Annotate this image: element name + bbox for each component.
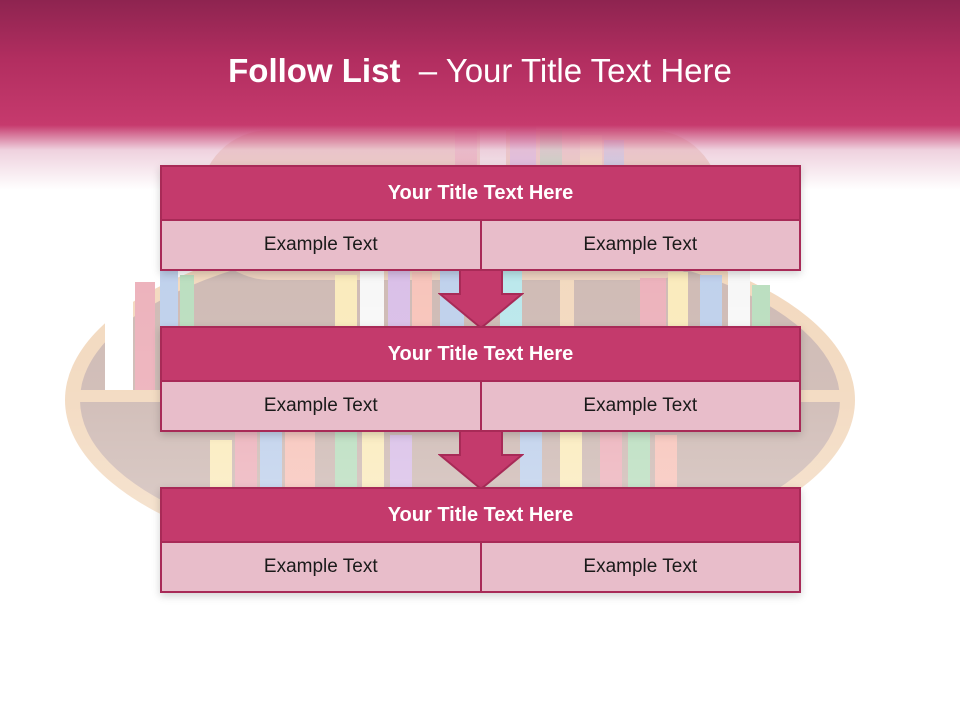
- block-1-left-cell: Example Text: [160, 221, 482, 271]
- block-1-right-cell: Example Text: [481, 221, 801, 271]
- list-block-3: Your Title Text Here Example Text Exampl…: [160, 487, 801, 593]
- block-3-left-cell: Example Text: [160, 543, 482, 593]
- block-2-title: Your Title Text Here: [160, 326, 801, 382]
- slide-title: Follow List – Your Title Text Here: [0, 52, 960, 90]
- block-3-title: Your Title Text Here: [160, 487, 801, 543]
- block-2-right-cell: Example Text: [481, 382, 801, 432]
- block-1-row: Example Text Example Text: [160, 221, 801, 271]
- block-3-right-cell: Example Text: [481, 543, 801, 593]
- slide-title-bold: Follow List: [228, 52, 401, 89]
- list-block-2: Your Title Text Here Example Text Exampl…: [160, 326, 801, 432]
- block-2-left-cell: Example Text: [160, 382, 482, 432]
- list-block-1: Your Title Text Here Example Text Exampl…: [160, 165, 801, 271]
- header-band: [0, 0, 960, 190]
- block-2-row: Example Text Example Text: [160, 382, 801, 432]
- slide-title-rest: – Your Title Text Here: [400, 52, 732, 89]
- down-arrow-icon-2: [438, 431, 524, 491]
- down-arrow-icon-1: [438, 270, 524, 330]
- block-1-title: Your Title Text Here: [160, 165, 801, 221]
- block-3-row: Example Text Example Text: [160, 543, 801, 593]
